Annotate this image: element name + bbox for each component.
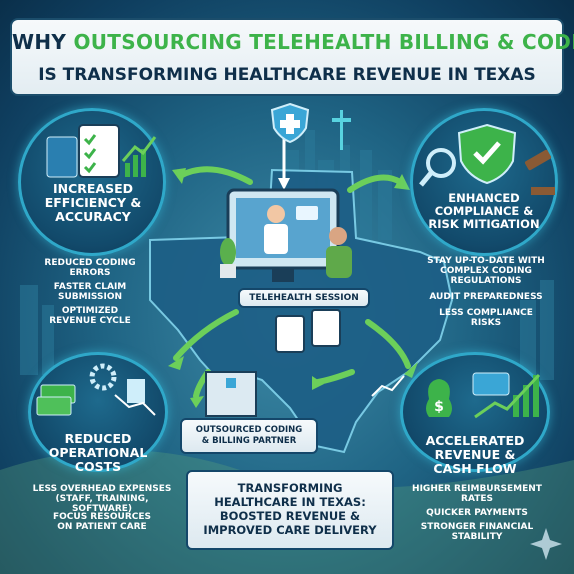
bullet-line: LESS OVERHEAD EXPENSES [32,484,172,494]
telehealth-monitor-icon [226,188,340,282]
costs-illustration [36,363,156,416]
bullet-line: FOCUS RESOURCES [52,512,151,522]
title-line-2: IS TRANSFORMING HEALTHCARE REVENUE IN TE… [38,65,536,85]
bullet-line: COMPLEX CODING [440,266,532,276]
bullet-line: (STAFF, TRAINING, SOFTWARE) [55,494,149,514]
compliance-title-line: RISK MITIGATION [428,217,540,231]
bullet-line: REGULATIONS [450,276,522,286]
efficiency-title-line: INCREASED [52,181,134,196]
compliance-bullet: AUDIT PREPAREDNESS [418,292,554,302]
revenue-bullet: QUICKER PAYMENTS [410,508,544,518]
revenue-title: ACCELERATED REVENUE & CASH FLOW [410,434,540,476]
title-highlight: OUTSOURCING TELEHEALTH BILLING & CODING [73,30,574,54]
costs-bullet: LESS OVERHEAD EXPENSES(STAFF, TRAINING, … [24,484,180,514]
efficiency-illustration [46,124,157,178]
bullet-line: ERRORS [69,268,111,278]
compliance-title-line: ENHANCED [448,191,520,205]
bullet-line: REDUCED CODING [44,258,136,268]
revenue-illustration: $ [426,372,541,419]
compliance-title-line: COMPLIANCE & [434,204,534,218]
efficiency-title-line: EFFICIENCY & [44,195,142,210]
revenue-title-line: CASH FLOW [433,461,517,476]
bullet-line: FASTER CLAIM [53,282,127,292]
summary-line: HEALTHCARE IN TEXAS: [214,495,366,509]
partner-line: OUTSOURCED CODING [195,425,303,435]
revenue-title-line: REVENUE & [434,447,516,462]
costs-title: REDUCED OPERATIONAL COSTS [38,432,158,474]
bullet-line: ON PATIENT CARE [57,522,147,532]
partner-label: OUTSOURCED CODING & BILLING PARTNER [180,418,318,454]
costs-title-line: COSTS [74,459,122,474]
bullet-line: QUICKER PAYMENTS [426,508,528,518]
bullet-line: STAY UP-TO-DATE WITH [427,256,545,266]
efficiency-title: INCREASED EFFICIENCY & ACCURACY [34,182,152,224]
bullet-line: AUDIT PREPAREDNESS [429,292,543,302]
costs-title-line: REDUCED [64,431,132,446]
bullet-line: SUBMISSION [57,292,123,302]
bullet-line: RISKS [470,318,502,328]
revenue-circle: $ [400,352,550,472]
partner-line: & BILLING PARTNER [201,436,297,446]
efficiency-circle [18,108,166,256]
compliance-circle [410,108,558,256]
summary-line: BOOSTED REVENUE & [219,509,361,523]
bullet-line: RATES [461,494,493,504]
summary-box: TRANSFORMING HEALTHCARE IN TEXAS: BOOSTE… [186,470,394,550]
title-why: WHY [12,30,74,54]
compliance-title: ENHANCED COMPLIANCE & RISK MITIGATION [416,192,552,231]
costs-title-line: OPERATIONAL [48,445,148,460]
bullet-line: HIGHER REIMBURSEMENT [412,484,542,494]
dollar-glyph: $ [434,399,444,415]
bullet-line: LESS COMPLIANCE [439,308,533,318]
bullet-line: STABILITY [451,532,503,542]
title-line-1: WHY OUTSOURCING TELEHEALTH BILLING & COD… [12,30,574,54]
telehealth-session-label: TELEHEALTH SESSION [238,288,370,308]
summary-line: TRANSFORMING [237,481,343,495]
bullet-line: STRONGER FINANCIAL [420,522,534,532]
revenue-title-line: ACCELERATED [425,433,525,448]
compliance-illustration [419,123,555,195]
title-banner: WHY OUTSOURCING TELEHEALTH BILLING & COD… [10,18,574,96]
bullet-line: OPTIMIZED [61,306,119,316]
costs-circle [28,352,168,472]
bullet-line: REVENUE CYCLE [49,316,131,326]
efficiency-title-line: ACCURACY [55,209,131,224]
summary-line: IMPROVED CARE DELIVERY [203,523,377,537]
